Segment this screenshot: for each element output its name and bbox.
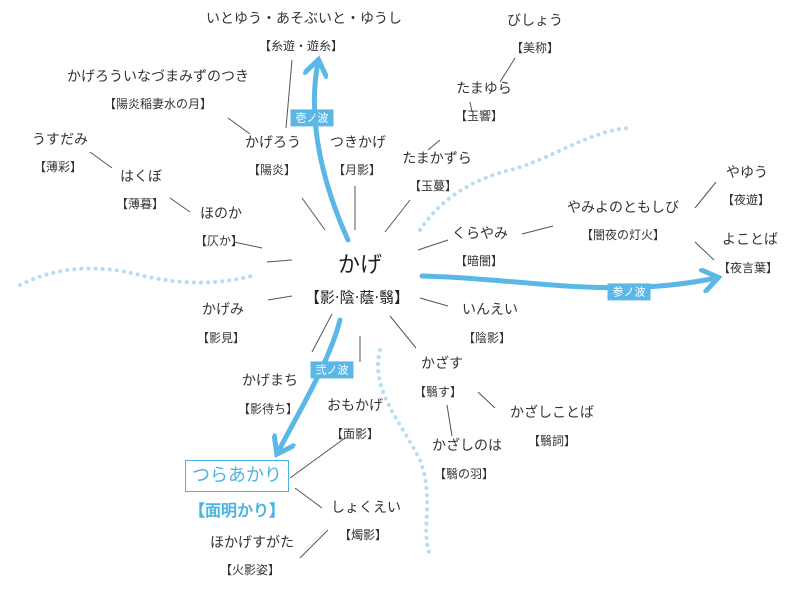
node-word: たまかずら bbox=[402, 151, 472, 167]
node-kanji: 【仄か】 bbox=[194, 234, 244, 248]
node-kanji: 【糸遊・遊糸】 bbox=[258, 39, 344, 53]
node-word: かげろういなづまみずのつき bbox=[67, 69, 249, 85]
node-word: やみよのともしび bbox=[567, 200, 679, 216]
wave-tag-second: 弐ノ波 bbox=[310, 361, 354, 379]
wave-arrow-up bbox=[314, 62, 351, 243]
node-word: はくぼ bbox=[120, 169, 162, 185]
node-kanji: 【月影】 bbox=[332, 163, 382, 177]
node-kanji: 【陽炎稲妻水の月】 bbox=[103, 97, 213, 111]
node-kanji: 【燭影】 bbox=[338, 528, 388, 542]
node-word: よことば bbox=[722, 232, 778, 248]
node-word: しょくえい bbox=[331, 500, 401, 516]
dotted-wave-top-right bbox=[418, 126, 632, 232]
node-word: かざしことば bbox=[510, 405, 594, 421]
node-word: かげまち bbox=[242, 373, 298, 389]
node-word: たまゆら bbox=[456, 81, 512, 97]
node-word: いとゆう・あそぶいと・ゆうし bbox=[206, 11, 402, 27]
node-kanji: 【薄彩】 bbox=[33, 160, 83, 174]
node-kanji: 【闇夜の灯火】 bbox=[580, 228, 666, 242]
node-word: かざしのは bbox=[432, 438, 502, 454]
node-word: ほかげすがた bbox=[210, 535, 294, 551]
node-kanji: 【薄暮】 bbox=[115, 197, 165, 211]
wave-tag-first: 壱ノ波 bbox=[290, 109, 334, 127]
wave-arrows bbox=[278, 62, 716, 452]
node-kanji: 【面影】 bbox=[330, 427, 380, 441]
node-word: いんえい bbox=[462, 302, 518, 318]
highlight-word-box: つらあかり bbox=[185, 460, 289, 492]
node-word: びしょう bbox=[507, 13, 563, 29]
node-kanji: 【陰影】 bbox=[462, 331, 512, 345]
center-word: かげ bbox=[337, 253, 383, 278]
dotted-wave-bottom bbox=[376, 348, 432, 557]
highlight-kanji: 【面明かり】 bbox=[188, 501, 286, 520]
node-word: うすだみ bbox=[32, 132, 88, 148]
node-kanji: 【翳の羽】 bbox=[433, 467, 495, 481]
node-word: おもかげ bbox=[327, 398, 383, 414]
wave-tag-third: 参ノ波 bbox=[607, 283, 651, 301]
dotted-waves bbox=[18, 126, 632, 557]
node-kanji: 【玉蔓】 bbox=[408, 179, 458, 193]
node-word: かげろう bbox=[245, 135, 301, 151]
node-kanji: 【影見】 bbox=[196, 331, 246, 345]
node-kanji: 【翳す】 bbox=[413, 385, 463, 399]
node-word: ほのか bbox=[200, 206, 242, 222]
node-word: くらやみ bbox=[452, 226, 508, 242]
node-kanji: 【翳詞】 bbox=[527, 434, 577, 448]
node-word: かげみ bbox=[202, 302, 244, 318]
wave-arrow-down bbox=[278, 317, 343, 452]
node-word: かざす bbox=[421, 356, 463, 372]
node-kanji: 【影待ち】 bbox=[237, 402, 299, 416]
node-kanji: 【夜言葉】 bbox=[717, 261, 779, 275]
dotted-wave-left bbox=[18, 266, 257, 287]
node-kanji: 【陽炎】 bbox=[247, 163, 297, 177]
node-word: つきかげ bbox=[330, 135, 386, 151]
node-kanji: 【火影姿】 bbox=[219, 563, 281, 577]
node-kanji: 【玉響】 bbox=[454, 109, 504, 123]
node-kanji: 【夜遊】 bbox=[721, 193, 771, 207]
node-word: やゆう bbox=[726, 165, 768, 181]
wave-arrow-right bbox=[419, 276, 716, 288]
node-kanji: 【暗闇】 bbox=[454, 254, 504, 268]
connector-lines bbox=[89, 57, 717, 559]
center-kanji: 【影·陰·蔭·翳】 bbox=[304, 288, 410, 307]
node-kanji: 【美称】 bbox=[510, 41, 560, 55]
